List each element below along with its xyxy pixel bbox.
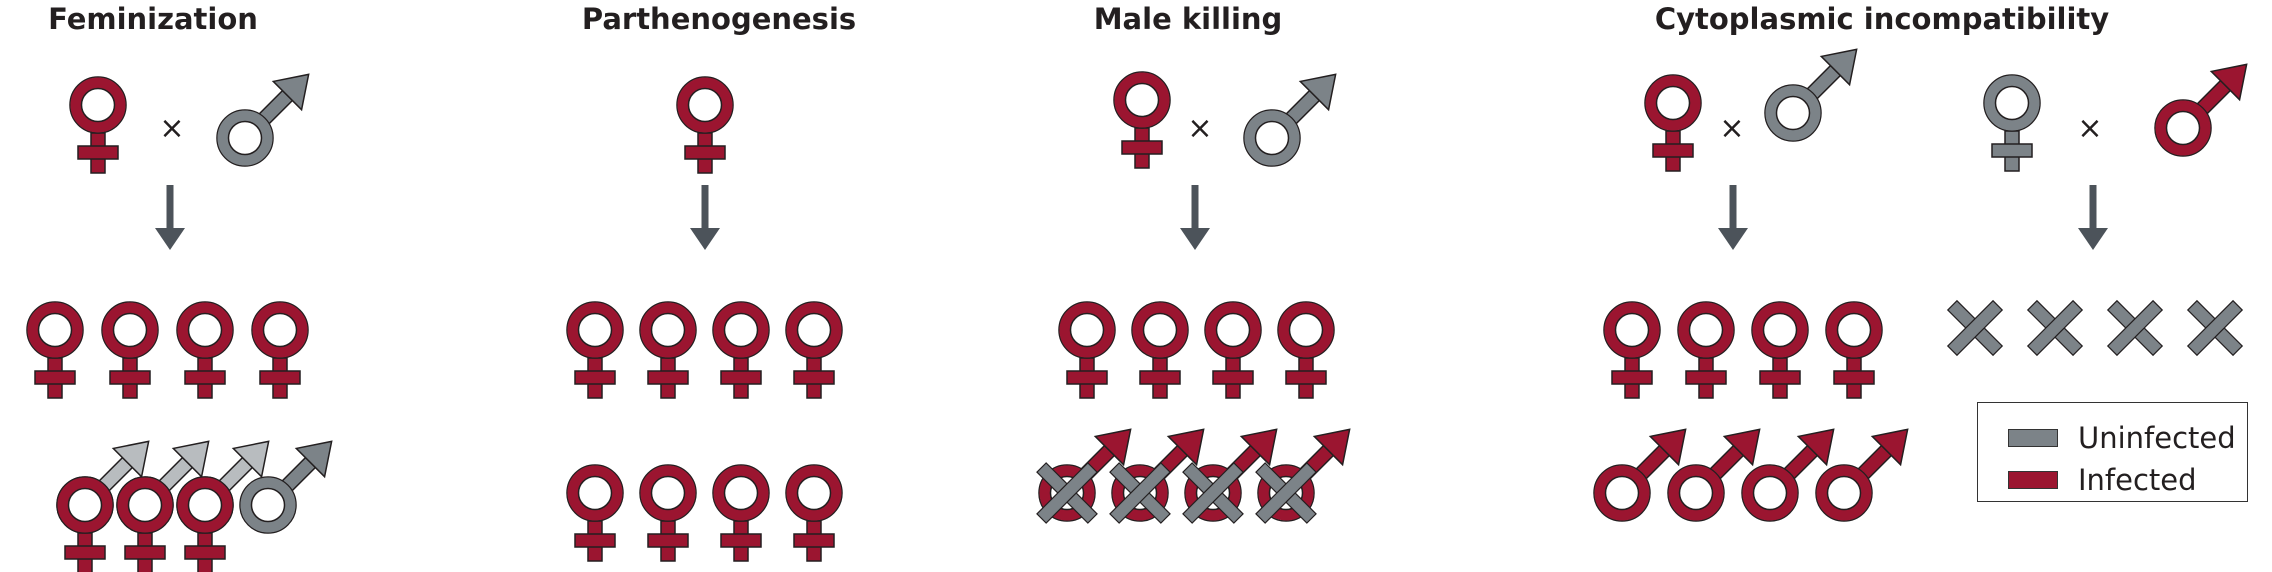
killed-x-mark [1109, 462, 1171, 524]
offspring-female-infected [639, 464, 697, 562]
offspring-arrow-male-killing [1180, 185, 1210, 250]
offspring-male-infected [1815, 428, 1909, 522]
offspring-female-infected [712, 464, 770, 562]
offspring-female-infected [1677, 301, 1735, 399]
offspring-male-uninfected [239, 440, 333, 534]
uninfected-swatch [2008, 429, 2058, 447]
panel-title-parthenogenesis: Parthenogenesis [581, 2, 857, 36]
offspring-arrow-parthenogenesis [690, 185, 720, 250]
parent-female-uninfected [1983, 74, 2041, 172]
parent-male-infected [2154, 63, 2248, 157]
offspring-arrow-ci-compatible [1718, 185, 1748, 250]
feminized-male-offspring [56, 476, 114, 572]
legend: Uninfected Infected [1977, 402, 2248, 502]
panel-title-cytoplasmic-incompatibility: Cytoplasmic incompatibility [1654, 2, 2110, 36]
offspring-female-infected [785, 301, 843, 399]
offspring-female-infected [1131, 301, 1189, 399]
killed-x-mark [1036, 462, 1098, 524]
legend-label-infected: Infected [2078, 463, 2197, 497]
offspring-male-infected [1667, 428, 1761, 522]
embryo-death-x [2186, 299, 2244, 357]
legend-label-uninfected: Uninfected [2078, 421, 2236, 455]
offspring-male-infected [1741, 428, 1835, 522]
offspring-female-infected [1058, 301, 1116, 399]
panel-title-feminization: Feminization [48, 2, 258, 36]
offspring-female-infected [1825, 301, 1883, 399]
offspring-female-infected [1603, 301, 1661, 399]
offspring-female-infected [1277, 301, 1335, 399]
offspring-female-infected [1751, 301, 1809, 399]
parent-female-infected [1644, 74, 1702, 172]
offspring-female-infected [1204, 301, 1262, 399]
legend-item-uninfected: Uninfected [2008, 421, 2236, 455]
offspring-female-infected [251, 301, 309, 399]
cross-symbol-ci-incompatible: × [2077, 111, 2102, 146]
offspring-female-infected [176, 301, 234, 399]
parent-female-infected [676, 76, 734, 174]
parent-male-uninfected [1243, 73, 1337, 167]
parent-female-infected [69, 76, 127, 174]
offspring-female-infected [785, 464, 843, 562]
feminized-male-offspring [176, 476, 234, 572]
parent-male-uninfected [1764, 48, 1858, 142]
feminized-male-offspring [116, 476, 174, 572]
offspring-arrow-ci-incompatible [2078, 185, 2108, 250]
offspring-female-infected [712, 301, 770, 399]
parent-male-uninfected [216, 73, 310, 167]
offspring-female-infected [26, 301, 84, 399]
offspring-female-infected [566, 301, 624, 399]
parent-female-infected [1113, 71, 1171, 169]
offspring-female-infected [639, 301, 697, 399]
panel-title-male-killing: Male killing [1093, 2, 1283, 36]
embryo-death-x [1946, 299, 2004, 357]
offspring-female-infected [101, 301, 159, 399]
cross-symbol-feminization: × [159, 111, 184, 146]
infected-swatch [2008, 471, 2058, 489]
killed-x-mark [1182, 462, 1244, 524]
offspring-female-infected [566, 464, 624, 562]
killed-x-mark [1255, 462, 1317, 524]
embryo-death-x [2106, 299, 2164, 357]
offspring-arrow-feminization [155, 185, 185, 250]
cross-symbol-male-killing: × [1187, 111, 1212, 146]
offspring-male-infected [1593, 428, 1687, 522]
embryo-death-x [2026, 299, 2084, 357]
legend-item-infected: Infected [2008, 463, 2197, 497]
cross-symbol-ci-compatible: × [1719, 111, 1744, 146]
